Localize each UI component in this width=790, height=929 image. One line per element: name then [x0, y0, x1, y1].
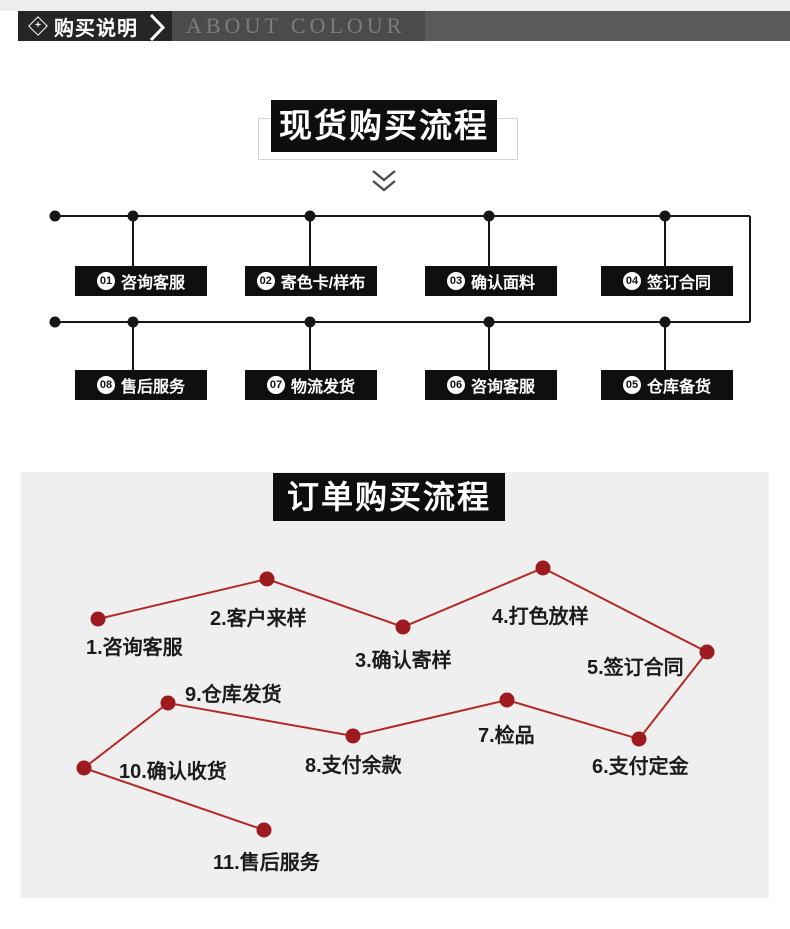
- order-step-label: 11.售后服务: [213, 852, 320, 874]
- order-step-dot: [499, 692, 515, 708]
- flow-step-box: 02 寄色卡/样布: [245, 266, 377, 296]
- step-number-badge: 04: [622, 272, 641, 290]
- flow-step-box: 06 咨询客服: [425, 370, 557, 400]
- step-label: 售后服务: [120, 379, 185, 396]
- top-strip: [0, 0, 790, 11]
- order-step-dot: [259, 571, 275, 587]
- order-step-dot: [535, 560, 551, 576]
- order-flow-panel: 订单购买流程 1.咨询客服 2.客户来样 3.确认寄样 4.打色放样 5.签订合同 6.支…: [21, 472, 769, 898]
- step-number-badge: 08: [96, 376, 115, 394]
- flow-step-box: 08 售后服务: [75, 370, 207, 400]
- order-step-dot: [395, 619, 411, 635]
- step-label: 寄色卡/样布: [280, 275, 366, 292]
- step-number-badge: 05: [622, 376, 641, 394]
- order-step-dot: [256, 822, 272, 838]
- chevron-right-icon: [149, 13, 166, 41]
- order-step-dot: [160, 695, 176, 711]
- order-step-label: 4.打色放样: [492, 606, 589, 628]
- step-label: 咨询客服: [120, 275, 185, 292]
- stock-flow-title: 现货购买流程: [271, 100, 497, 152]
- order-step-dot: [699, 644, 715, 660]
- header-badge: + 购买说明: [18, 11, 172, 41]
- order-step-label: 8.支付余款: [305, 755, 402, 777]
- step-number-badge: 02: [256, 272, 275, 290]
- header-subtitle: ABOUT COLOUR: [172, 11, 426, 41]
- step-number-badge: 03: [446, 272, 465, 290]
- order-step-label: 2.客户来样: [210, 608, 307, 630]
- order-step-dot: [76, 760, 92, 776]
- double-down-chevron-icon: [372, 170, 396, 192]
- order-flow-title: 订单购买流程: [273, 473, 505, 521]
- step-number-badge: 01: [96, 272, 115, 290]
- step-number-badge: 07: [266, 376, 285, 394]
- order-step-dot: [631, 731, 647, 747]
- flow-step-box: 04 签订合同: [601, 266, 733, 296]
- flow-step-box: 01 咨询客服: [75, 266, 207, 296]
- flow-step-box: 07 物流发货: [245, 370, 377, 400]
- stock-flow-connectors: [49, 210, 751, 370]
- order-step-label: 5.签订合同: [587, 657, 684, 679]
- order-step-label: 9.仓库发货: [185, 684, 282, 706]
- flow-step-box: 05 仓库备货: [601, 370, 733, 400]
- order-step-label: 10.确认收货: [119, 761, 227, 783]
- section-header-bar: + 购买说明 ABOUT COLOUR: [18, 11, 790, 41]
- flow-step-box: 03 确认面料: [425, 266, 557, 296]
- order-flow-zigzag: [76, 560, 715, 838]
- order-step-dot: [345, 728, 361, 744]
- step-label: 签订合同: [646, 275, 711, 292]
- order-step-label: 7.检品: [478, 725, 535, 747]
- step-label: 咨询客服: [470, 379, 535, 396]
- step-number-badge: 06: [446, 376, 465, 394]
- step-label: 仓库备货: [646, 379, 711, 396]
- order-step-label: 1.咨询客服: [86, 637, 183, 659]
- step-label: 物流发货: [290, 379, 355, 396]
- header-badge-label: 购买说明: [54, 17, 138, 40]
- order-step-label: 3.确认寄样: [355, 650, 452, 672]
- order-step-label: 6.支付定金: [592, 756, 689, 778]
- step-label: 确认面料: [470, 275, 535, 292]
- order-step-dot: [90, 611, 106, 627]
